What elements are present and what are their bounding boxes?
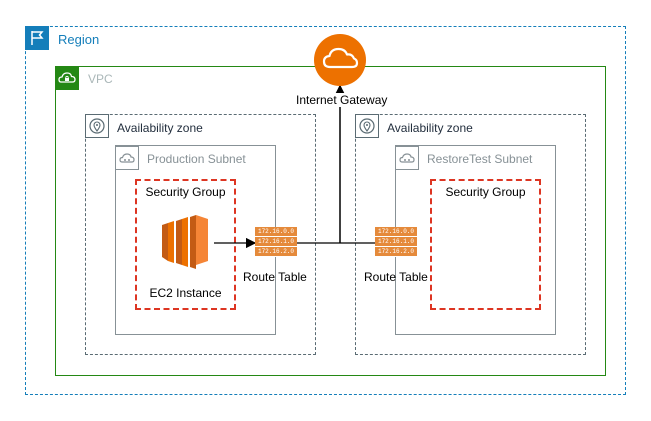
ec2-instance-icon <box>156 211 214 269</box>
lock-cloud-icon <box>55 66 79 90</box>
availability-zone-1 <box>85 114 316 355</box>
internet-gateway-label: Internet Gateway <box>295 93 389 107</box>
subnet-label: RestoreTest Subnet <box>427 152 533 166</box>
cloud-icon <box>313 33 367 87</box>
route-entry: 172.16.2.0 <box>375 247 417 257</box>
route-entry: 172.16.2.0 <box>255 247 297 257</box>
route-table-1: 172.16.0.0 172.16.1.0 172.16.2.0 <box>255 227 297 257</box>
region-container <box>25 26 626 395</box>
route-table-2: 172.16.0.0 172.16.1.0 172.16.2.0 <box>375 227 417 257</box>
route-table-label: Route Table <box>364 270 428 284</box>
availability-zone-label: Availability zone <box>117 121 203 135</box>
security-group-2 <box>430 179 541 310</box>
route-entry: 172.16.0.0 <box>255 227 297 237</box>
location-pin-icon <box>85 114 109 138</box>
availability-zone-2 <box>355 114 586 355</box>
route-entry: 172.16.1.0 <box>375 237 417 247</box>
subnet-cloud-icon <box>115 146 139 170</box>
availability-zone-label: Availability zone <box>387 121 473 135</box>
subnet-label: Production Subnet <box>147 152 246 166</box>
security-group-1 <box>135 179 236 310</box>
route-entry: 172.16.1.0 <box>255 237 297 247</box>
subnet-cloud-icon <box>395 146 419 170</box>
region-label: Region <box>58 32 100 47</box>
route-table-label: Route Table <box>243 270 307 284</box>
route-entry: 172.16.0.0 <box>375 227 417 237</box>
security-group-label: Security Group <box>145 185 226 199</box>
security-group-label: Security Group <box>445 185 526 199</box>
flag-icon <box>25 26 49 50</box>
location-pin-icon <box>355 114 379 138</box>
ec2-instance-label: EC2 Instance <box>149 286 222 300</box>
vpc-label: VPC <box>88 72 113 86</box>
